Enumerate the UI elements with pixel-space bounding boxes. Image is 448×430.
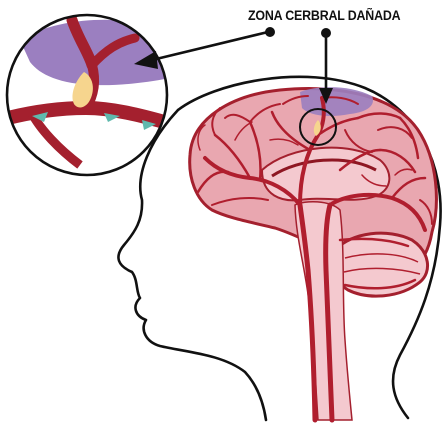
damaged-zone-label: ZONA CERBRAL DAÑADA [248,8,400,23]
